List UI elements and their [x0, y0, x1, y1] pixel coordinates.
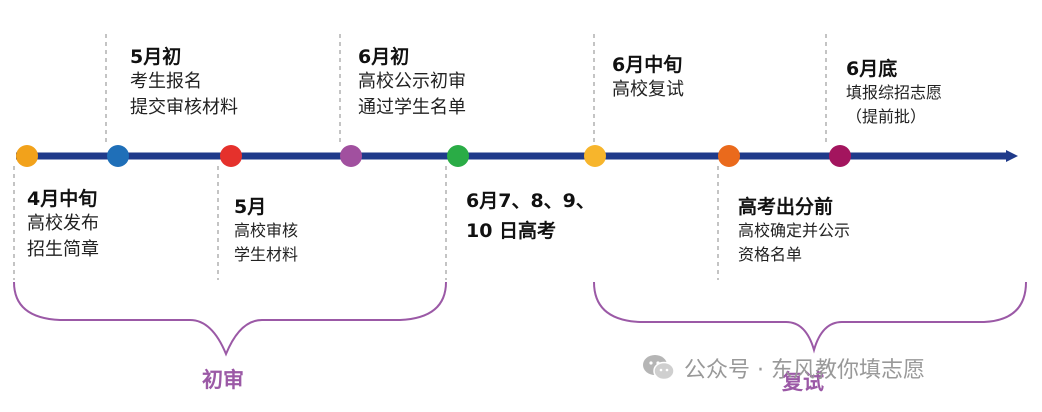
- event-line: 提交审核材料: [130, 97, 238, 118]
- event-6yuedi: 6月底 填报综招志愿 （提前批）: [846, 54, 942, 129]
- event-line: 学生材料: [234, 245, 299, 264]
- event-line: 高校审核: [234, 221, 299, 240]
- watermark: 公众号 · 东风教你填志愿: [642, 352, 925, 384]
- brace-label-chushen: 初审: [202, 368, 244, 392]
- dot-5yue: [220, 145, 242, 167]
- event-title: 6月7、8、9、: [466, 190, 595, 212]
- event-line: 高校发布: [27, 213, 99, 234]
- event-5yue: 5月 高校审核 学生材料: [234, 192, 298, 267]
- dot-6yuezhongxun: [584, 145, 606, 167]
- brace-label-fushi: 复试: [782, 370, 824, 394]
- event-line: 通过学生名单: [358, 97, 466, 118]
- event-title: 6月中旬: [612, 54, 683, 76]
- event-gaokao: 6月7、8、9、 10 日高考: [466, 186, 595, 246]
- event-title: 4月中旬: [27, 188, 98, 210]
- event-line: 高校复试: [612, 79, 684, 100]
- event-title: 高考出分前: [738, 196, 834, 218]
- timeline-arrow: [1006, 150, 1018, 162]
- event-gaokaochufenqian: 高考出分前 高校确定并公示 资格名单: [738, 192, 850, 267]
- dot-5yuechu: [107, 145, 129, 167]
- event-line: （提前批）: [846, 107, 927, 126]
- dot-gaokaochufenqian: [718, 145, 740, 167]
- dot-6yuechu: [340, 145, 362, 167]
- dot-6yuedi: [829, 145, 851, 167]
- brace-fushi: [593, 281, 1027, 354]
- wechat-icon: [643, 355, 675, 381]
- event-4yuezhongxun: 4月中旬 高校发布 招生简章: [27, 184, 99, 263]
- event-line: 高校确定并公示: [738, 221, 851, 240]
- brace-chushen: [13, 281, 447, 357]
- event-line: 招生简章: [27, 239, 99, 260]
- event-line: 高校公示初审: [358, 71, 466, 92]
- event-line: 考生报名: [130, 71, 202, 92]
- dot-gaokao: [447, 145, 469, 167]
- event-6yuezhongxun: 6月中旬 高校复试: [612, 50, 684, 103]
- event-line: 10 日高考: [466, 220, 557, 242]
- event-title: 6月底: [846, 58, 898, 80]
- event-title: 5月初: [130, 46, 182, 68]
- event-line: 资格名单: [738, 245, 803, 264]
- watermark-text: 公众号 · 东风教你填志愿: [684, 358, 925, 383]
- event-5yuechu: 5月初 考生报名 提交审核材料: [130, 42, 238, 121]
- dot-4yuezhongxun: [16, 145, 38, 167]
- event-line: 填报综招志愿: [846, 83, 943, 102]
- event-title: 5月: [234, 196, 267, 218]
- event-title: 6月初: [358, 46, 410, 68]
- event-6yuechu: 6月初 高校公示初审 通过学生名单: [358, 42, 466, 121]
